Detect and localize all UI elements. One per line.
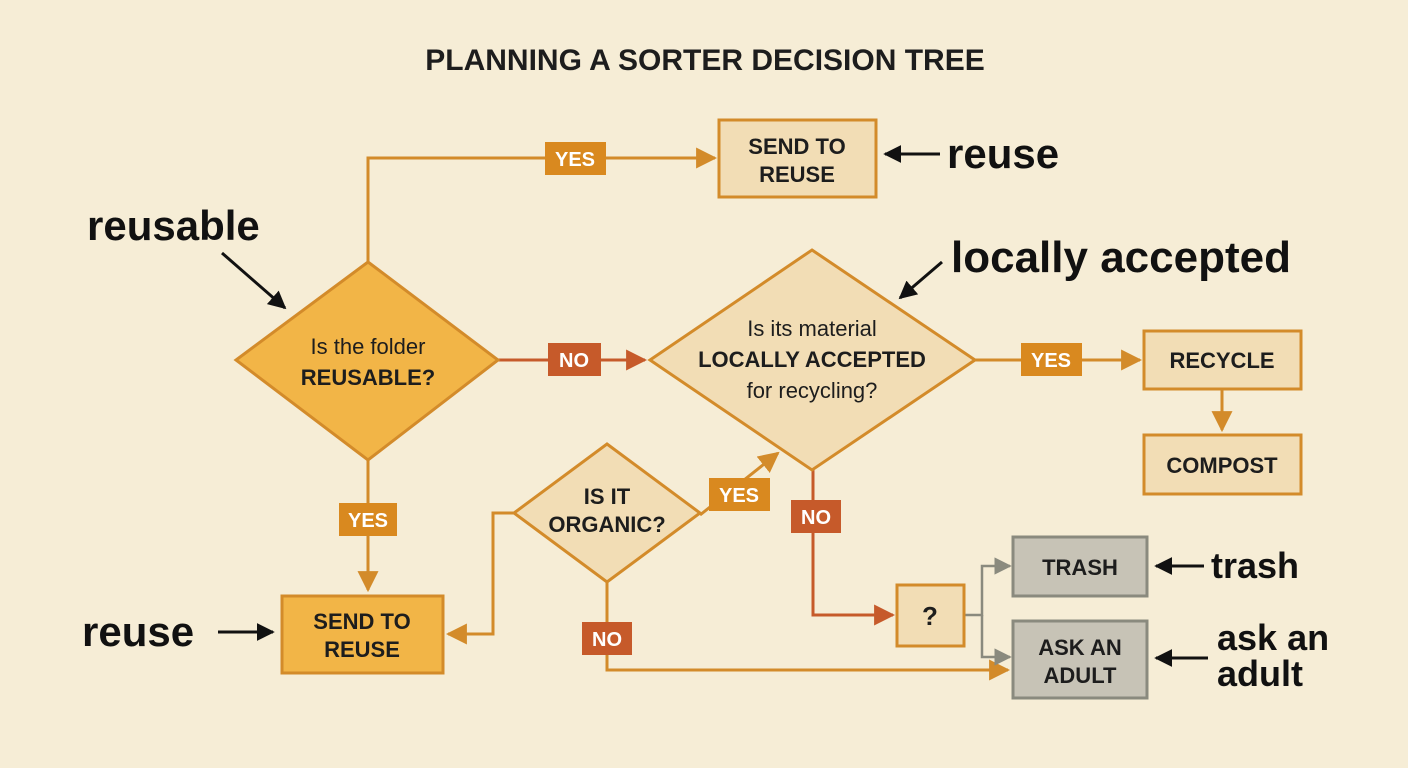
send-reuse-bottom-line1: SEND TO xyxy=(313,609,410,634)
unknown-node: ? xyxy=(895,583,966,648)
send-reuse-bottom-node: SEND TO REUSE xyxy=(280,594,445,675)
tag-no-organic: NO xyxy=(582,622,632,655)
organic-question-node: IS IT ORGANIC? xyxy=(511,442,703,584)
send-reuse-top-node: SEND TO REUSE xyxy=(717,118,878,199)
trash-label: TRASH xyxy=(1042,555,1118,580)
callout-trash: trash xyxy=(1211,545,1299,586)
callout-arrow-locally-accepted xyxy=(898,260,943,300)
callout-arrow-reusable xyxy=(221,251,287,310)
recycle-label: RECYCLE xyxy=(1169,348,1274,373)
tag-no-organic-text: NO xyxy=(592,629,622,651)
tag-yes-organic: YES xyxy=(709,478,770,511)
flow-line-yes-top xyxy=(366,147,718,262)
organic-question-line2: ORGANIC? xyxy=(548,512,665,537)
tag-yes-top-text: YES xyxy=(555,149,595,171)
tag-yes-down-text: YES xyxy=(348,510,388,532)
material-question-line1: Is its material xyxy=(747,316,877,341)
tag-no-mid: NO xyxy=(548,343,601,376)
page-title: PLANNING A SORTER DECISION TREE xyxy=(425,44,984,77)
ask-adult-line2: ADULT xyxy=(1044,663,1117,688)
callout-ask-adult-line2: adult xyxy=(1217,653,1303,694)
flow-line-no-organic xyxy=(605,582,1011,681)
tag-yes-top: YES xyxy=(545,142,606,175)
tag-yes-right: YES xyxy=(1021,343,1082,376)
tag-no-mid-text: NO xyxy=(559,350,589,372)
material-question-line3: for recycling? xyxy=(747,378,878,403)
callout-locally-accepted: locally accepted xyxy=(951,233,1291,282)
material-question-line2: LOCALLY ACCEPTED xyxy=(698,347,926,372)
ask-adult-line1: ASK AN xyxy=(1038,635,1122,660)
callout-reuse-bottom: reuse xyxy=(82,608,194,655)
material-question-node: Is its material LOCALLY ACCEPTED for rec… xyxy=(647,248,978,472)
tag-yes-down: YES xyxy=(339,503,397,536)
tag-no-material: NO xyxy=(791,500,841,533)
callout-reuse-top: reuse xyxy=(947,130,1059,177)
tag-yes-organic-text: YES xyxy=(719,485,759,507)
callout-ask-adult-line1: ask an xyxy=(1217,617,1329,658)
recycle-node: RECYCLE xyxy=(1142,329,1303,391)
unknown-label: ? xyxy=(922,601,938,631)
organic-question-line1: IS IT xyxy=(584,484,631,509)
send-reuse-bottom-line2: REUSE xyxy=(324,637,400,662)
compost-node: COMPOST xyxy=(1142,433,1303,496)
tag-no-material-text: NO xyxy=(801,507,831,529)
reusable-question-line1: Is the folder xyxy=(311,334,426,359)
flow-line-unknown-adult xyxy=(980,615,1012,666)
compost-label: COMPOST xyxy=(1166,453,1278,478)
flow-line-organic-reuse xyxy=(445,511,514,645)
send-reuse-top-line2: REUSE xyxy=(759,162,835,187)
flow-line-no-material xyxy=(811,470,896,626)
send-reuse-top-line1: SEND TO xyxy=(748,134,845,159)
trash-node: TRASH xyxy=(1011,535,1149,598)
ask-adult-node: ASK AN ADULT xyxy=(1011,619,1149,700)
callout-reusable: reusable xyxy=(87,202,260,249)
flow-line-unknown-trash xyxy=(965,557,1012,617)
tag-yes-right-text: YES xyxy=(1031,350,1071,372)
reusable-question-line2: REUSABLE? xyxy=(301,365,435,390)
reusable-question-node: Is the folder REUSABLE? xyxy=(233,260,501,462)
